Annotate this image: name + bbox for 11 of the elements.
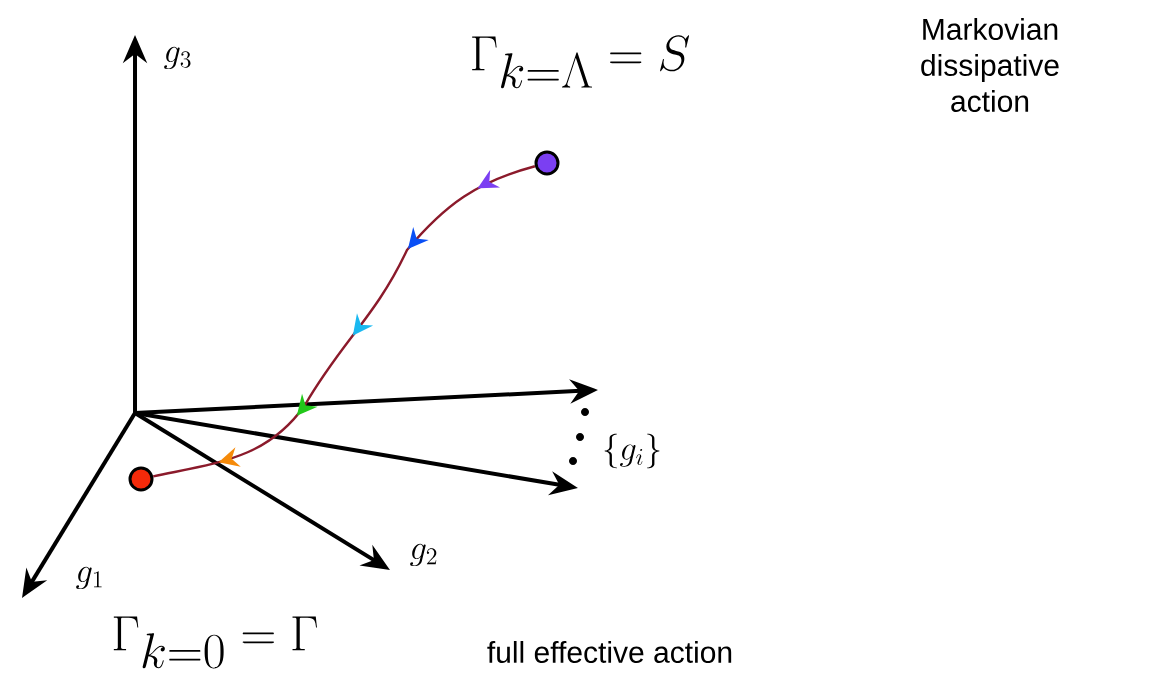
formula: $\Gamma_{k=\Lambda} = S$ — [472, 35, 690, 89]
flow-trajectory — [153, 165, 536, 478]
end-point — [128, 466, 154, 492]
axis-label: $g_2$ — [410, 543, 437, 567]
start-point — [534, 150, 560, 176]
axis-label: $g_3$ — [164, 46, 191, 70]
formula: $\Gamma_{k=0} = \Gamma$ — [113, 616, 317, 669]
caption-text: Markovian dissipative action — [921, 17, 1059, 112]
axis-label: $g_1$ — [76, 566, 102, 590]
axis-label: $\{g_i\}$ — [604, 433, 660, 469]
caption-text: full effective action — [487, 640, 732, 663]
